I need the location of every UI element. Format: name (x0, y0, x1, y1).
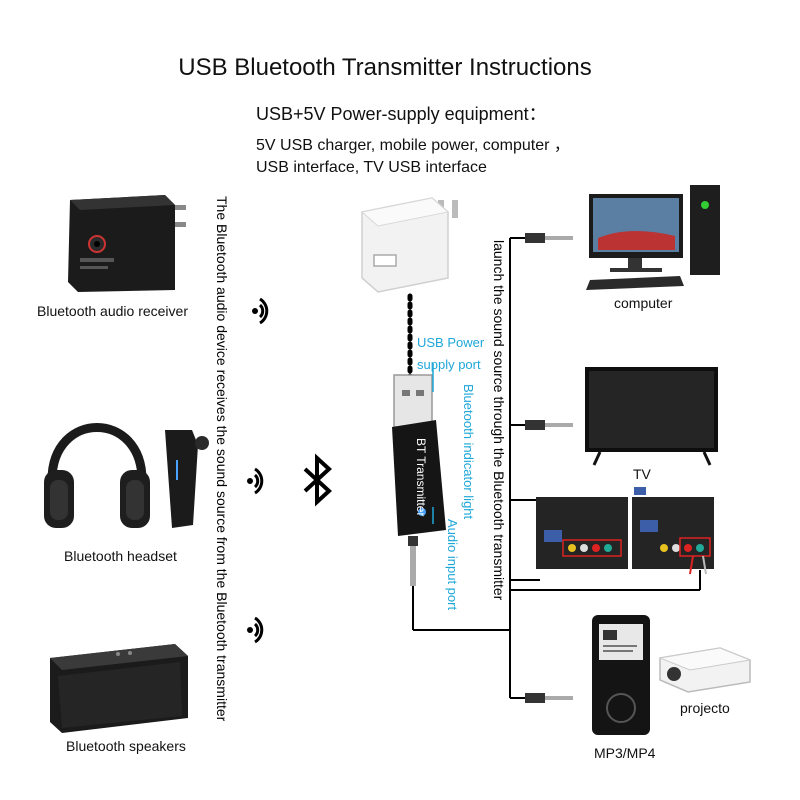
power-line-1: 5V USB charger, mobile power, computer ， (256, 137, 570, 154)
computer-label: computer (614, 295, 673, 311)
av-panel-left (536, 497, 628, 569)
transmitter-label: BT Transmitter (414, 438, 428, 517)
tv-image (585, 367, 718, 466)
signal-wave-icon-middle (247, 467, 264, 495)
bluetooth-speaker-image (50, 644, 188, 733)
left-vertical-caption: The Bluetooth audio device receives the … (214, 196, 230, 722)
receiver-label: Bluetooth audio receiver (37, 303, 188, 319)
signal-wave-icon-bottom (247, 616, 264, 644)
audio-jack-mp3 (525, 693, 573, 703)
right-vertical-caption: launch the sound source through the Blue… (491, 240, 507, 601)
projector-label: projecto (680, 700, 730, 716)
speakers-label: Bluetooth speakers (66, 738, 186, 754)
computer-image (586, 185, 720, 290)
power-line-2: USB interface, TV USB interface (256, 159, 487, 176)
headset-label: Bluetooth headset (64, 548, 177, 564)
bluetooth-headset-image (44, 423, 209, 528)
audio-wiring (412, 237, 701, 699)
tv-label: TV (633, 466, 651, 482)
av-panel-right (632, 487, 714, 575)
mp3-label: MP3/MP4 (594, 745, 656, 761)
bluetooth-icon (303, 453, 332, 507)
mp3-player-image (592, 615, 650, 735)
audio-jack-tv (525, 420, 573, 430)
signal-wave-icon-top (252, 297, 269, 325)
usb-power-label-2: supply port (417, 357, 481, 372)
audio-input-label: Audio input port (445, 519, 460, 611)
audio-jack-computer (525, 233, 573, 243)
power-heading: USB+5V Power-supply equipment： (256, 104, 547, 124)
usb-charger-image (360, 197, 458, 293)
projector-image (658, 647, 752, 693)
page-title: USB Bluetooth Transmitter Instructions (178, 54, 592, 81)
usb-power-label-1: USB Power (417, 335, 485, 350)
bluetooth-receiver-image (68, 195, 186, 292)
indicator-light-label: Bluetooth indicator light (461, 384, 476, 520)
